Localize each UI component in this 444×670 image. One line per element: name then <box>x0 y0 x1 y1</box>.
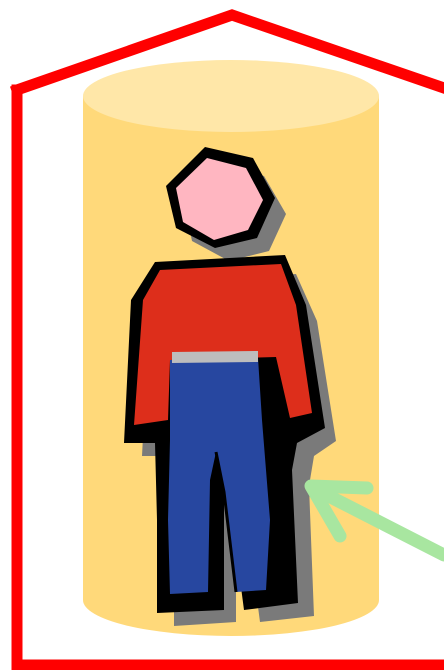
cylinder-top <box>83 60 379 132</box>
person-belt <box>172 351 258 363</box>
